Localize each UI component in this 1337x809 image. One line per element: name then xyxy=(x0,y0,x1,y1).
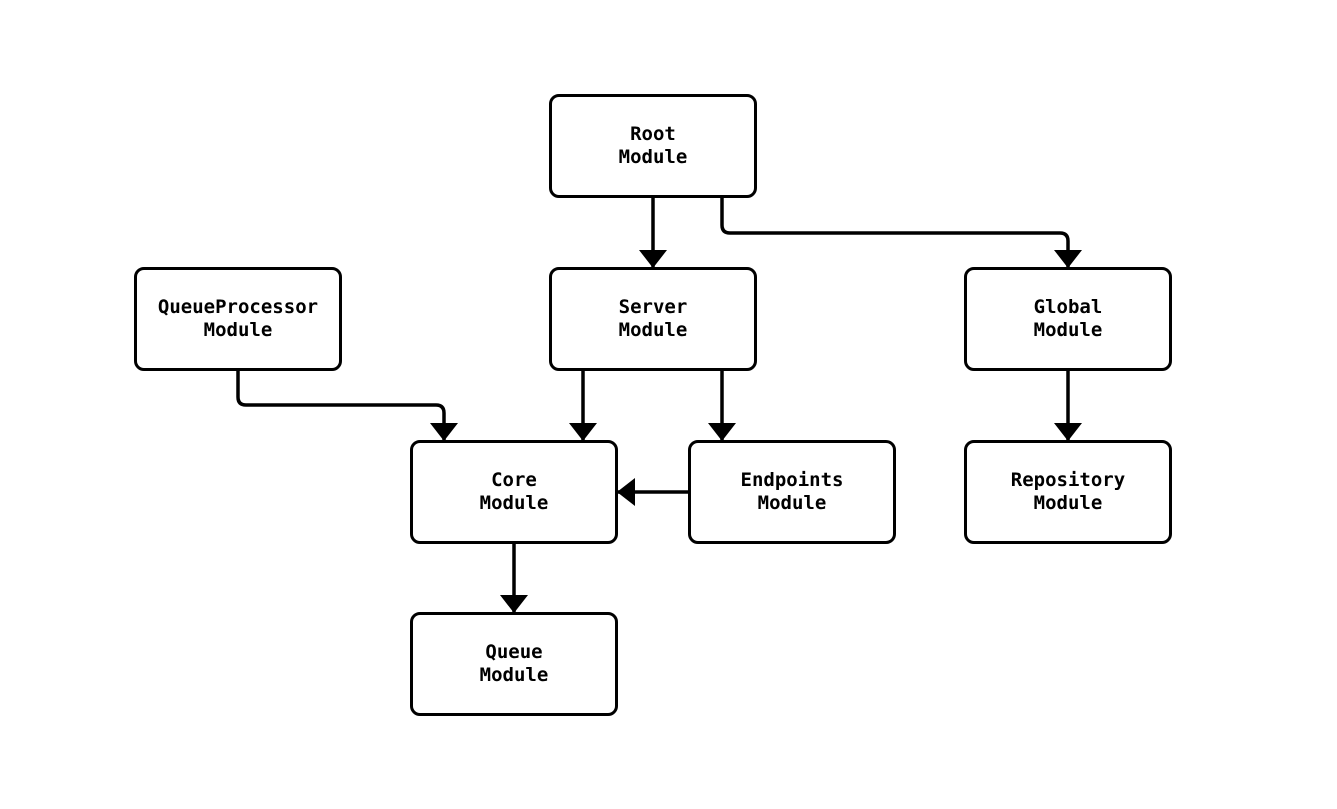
node-label-line: Server xyxy=(618,296,688,318)
node-label-line: Module xyxy=(757,492,827,514)
node-label-line: Root xyxy=(630,123,676,145)
node-label-line: Module xyxy=(618,319,688,341)
node-label-line: Module xyxy=(479,492,549,514)
edge-root-to-global xyxy=(720,198,1082,268)
node-label-line: Queue xyxy=(485,641,543,663)
node-label-line: QueueProcessor xyxy=(157,296,319,318)
node-label-line: Module xyxy=(618,146,688,168)
node-label-line: Module xyxy=(1033,492,1103,514)
node-label-line: Module xyxy=(1033,319,1103,341)
node-label-line: Endpoints xyxy=(740,469,844,491)
edge-group xyxy=(236,198,1082,613)
node-label-line: Core xyxy=(491,469,537,491)
node-label-line: Repository xyxy=(1010,469,1126,491)
node-label-line: Global xyxy=(1033,296,1103,318)
node-label-line: Module xyxy=(203,319,273,341)
edge-queueprocessor-to-core xyxy=(236,371,458,441)
node-label-line: Module xyxy=(479,664,549,686)
